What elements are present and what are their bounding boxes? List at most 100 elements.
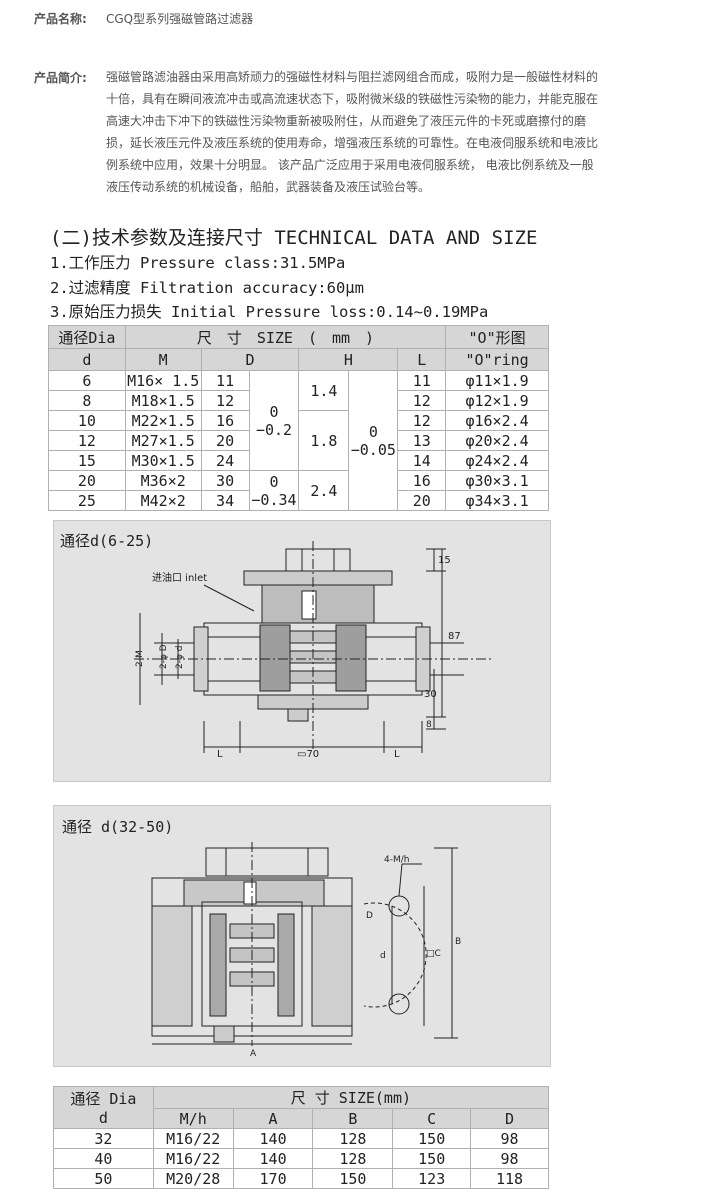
cell-Mh: M16/22 — [152, 1128, 234, 1149]
header-size: 尺 寸 SIZE(mm) — [152, 1086, 550, 1109]
header-dia-text: 通径 Dia — [70, 1090, 137, 1108]
header-B: B — [312, 1108, 394, 1129]
header-dia: 通径Dia — [48, 325, 126, 349]
pressure-class-line: 1.工作压力 Pressure class:31.5MPa — [50, 254, 346, 272]
cell-D: 118 — [470, 1168, 549, 1189]
cell-L: 14 — [397, 450, 447, 471]
cell-B: 150 — [312, 1168, 394, 1189]
dim-d-label: d — [380, 951, 386, 961]
cell-oring: φ11×1.9 — [445, 370, 549, 391]
cell-D: 98 — [470, 1148, 549, 1169]
dim-2phiD-label: 2-φ D — [159, 644, 169, 669]
header-H: H — [298, 348, 399, 371]
dim-A-label: A — [250, 1049, 257, 1059]
drawing-title-large: 通径 d(32-50) — [62, 818, 174, 836]
cell-H-tolerance: 0−0.05 — [348, 370, 399, 511]
tol-b-1: 0 — [269, 472, 279, 491]
cell-L: 12 — [397, 390, 447, 411]
drawing-panel-small: 通径d(6-25) — [53, 520, 551, 782]
product-intro-text: 强磁管路滤油器由采用高矫顽力的强磁性材料与阻拦滤网组合而成，吸附力是一般磁性材料… — [106, 70, 599, 194]
cell-oring: φ30×3.1 — [445, 470, 549, 491]
header-size: 尺 寸 SIZE ( mm ) — [124, 325, 447, 349]
cell-D-tolerance-a: 0−0.2 — [248, 370, 300, 471]
cell-D: 24 — [200, 450, 250, 471]
filter-drawing-small: 进油口 inlet 15 87 30 8 ▭70 L L 2-M 2-φ D 2… — [134, 541, 494, 760]
cell-D: 12 — [200, 390, 250, 411]
cell-D: 34 — [200, 490, 250, 511]
cell-L: 20 — [397, 490, 447, 511]
cell-d: 8 — [48, 390, 126, 411]
filter-drawing-large: 4-M/h D d □C B A — [151, 842, 461, 1059]
header-oring-2: "O"ring — [445, 348, 549, 371]
cell-oring: φ34×3.1 — [445, 490, 549, 511]
size-table-small: 通径Dia 尺 寸 SIZE ( mm ) "O"形图 d M D H L "O… — [48, 325, 549, 511]
inlet-label: 进油口 inlet — [152, 571, 207, 584]
cell-Mh: M20/28 — [152, 1168, 234, 1189]
cell-D: 11 — [200, 370, 250, 391]
product-intro-label: 产品简介: — [34, 71, 87, 85]
cell-M: M30×1.5 — [124, 450, 202, 471]
cell-d: 10 — [48, 410, 126, 431]
pressure-loss-line: 3.原始压力损失 Initial Pressure loss:0.14~0.19… — [50, 303, 489, 321]
header-oring-1: "O"形图 — [445, 325, 549, 349]
header-d: d — [48, 348, 126, 371]
product-name-value: CGQ型系列强磁管路过滤器 — [106, 12, 254, 26]
cell-Mh: M16/22 — [152, 1148, 234, 1169]
cell-L: 12 — [397, 410, 447, 431]
dim-B-label: B — [455, 937, 461, 947]
cell-d: 32 — [53, 1128, 154, 1149]
header-A: A — [232, 1108, 314, 1129]
cell-M: M27×1.5 — [124, 430, 202, 451]
header-D: D — [200, 348, 300, 371]
cell-A: 170 — [232, 1168, 314, 1189]
cell-oring: φ12×1.9 — [445, 390, 549, 411]
product-name-label: 产品名称: — [34, 12, 87, 26]
dim-C-label: □C — [426, 949, 441, 959]
dim-2phid-label: 2-φ d — [175, 646, 185, 669]
cell-H-b: 1.8 — [298, 410, 350, 471]
cell-A: 140 — [232, 1148, 314, 1169]
cell-M: M42×2 — [124, 490, 202, 511]
cell-C: 150 — [392, 1148, 472, 1169]
cell-M: M18×1.5 — [124, 390, 202, 411]
cell-M: M36×2 — [124, 470, 202, 491]
top-cap-shape — [205, 847, 329, 877]
cell-L: 16 — [397, 470, 447, 491]
dim-L-left-label: L — [217, 749, 223, 760]
cell-D-tolerance-b: 0−0.34 — [248, 470, 300, 511]
cell-M: M16× 1.5 — [124, 370, 202, 391]
dim-2M-label: 2-M — [135, 650, 145, 667]
cell-oring: φ24×2.4 — [445, 450, 549, 471]
header-M: M — [124, 348, 202, 371]
drawing-panel-large: 通径 d(32-50) — [53, 805, 551, 1067]
cell-B: 128 — [312, 1128, 394, 1149]
dim-30-label: 30 — [424, 689, 437, 700]
dim-70-label: ▭70 — [297, 749, 319, 760]
header-L: L — [397, 348, 447, 371]
header-D: D — [470, 1108, 549, 1129]
tol-a-1: 0 — [269, 402, 279, 421]
tol-a-2: −0.2 — [255, 420, 293, 439]
dim-8-label: 8 — [426, 720, 432, 730]
cell-oring: φ16×2.4 — [445, 410, 549, 431]
header-Mh: M/h — [152, 1108, 234, 1129]
h-tol-1: 0 — [368, 422, 378, 441]
tol-b-2: −0.34 — [251, 490, 297, 509]
dim-L-right-label: L — [394, 749, 400, 760]
hex-cap-shape — [285, 548, 351, 572]
header-C: C — [392, 1108, 472, 1129]
cell-C: 123 — [392, 1168, 472, 1189]
cell-oring: φ20×2.4 — [445, 430, 549, 451]
cell-A: 140 — [232, 1128, 314, 1149]
upper-block-shape — [261, 584, 375, 624]
technical-heading: (二)技术参数及连接尺寸 TECHNICAL DATA AND SIZE — [50, 227, 538, 249]
dim-87-label: 87 — [448, 631, 461, 642]
dim-15-label: 15 — [438, 555, 451, 566]
cell-d: 25 — [48, 490, 126, 511]
cell-D: 30 — [200, 470, 250, 491]
dim-4Mh-label: 4-M/h — [384, 855, 409, 865]
cover-shape — [243, 570, 393, 586]
drawing-title-small: 通径d(6-25) — [60, 532, 154, 550]
